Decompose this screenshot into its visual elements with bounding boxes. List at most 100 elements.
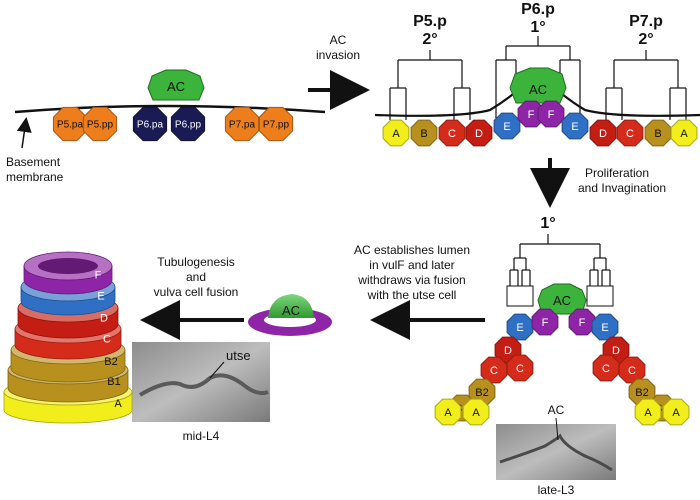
right-branch-box [586, 285, 614, 307]
micrograph-ac-pointer [555, 417, 559, 441]
p1-cell-p7-pp: P7.pp [258, 106, 294, 142]
arrow-1-label-line1: AC [330, 33, 347, 47]
p3-right-cell-a-8-shape [662, 398, 690, 426]
p2-cell-a-0: A [382, 119, 410, 147]
p3-left-cell-c-4-shape [506, 354, 534, 382]
p3-right-cell-f-0-label: F [579, 317, 586, 329]
p3-left-cell-e-0: E [506, 313, 534, 341]
p3-left-cell-c-3-label: C [490, 365, 498, 377]
arrow-4-label-line2: and [186, 270, 206, 284]
membrane-pointer-arrow [16, 117, 32, 149]
p2-cell-f-6-shape [537, 100, 565, 128]
arrow-4-label-line3: vulva cell fusion [154, 285, 239, 299]
arrow-1-label-line2: invasion [316, 48, 360, 62]
p1-cell-p6-pp-label: P6.pp [175, 120, 202, 131]
arrow-2-label-line1: Proliferation [585, 166, 649, 180]
p1-cell-p5-pp: P5.pp [82, 106, 118, 142]
membrane-label-line1: Basement [6, 155, 61, 169]
micrograph-mid-l4-caption: mid-L4 [183, 429, 220, 443]
anchor-cell-dome [268, 294, 314, 318]
p1-cell-p7-pp-label: P7.pp [263, 120, 290, 131]
ring-d-label: D [100, 313, 108, 325]
p2-cell-e-7: E [561, 112, 589, 140]
p2-cell-a-0-shape [382, 119, 410, 147]
p2-cell-b-10-shape [644, 119, 672, 147]
p1-cell-p6-pp: P6.pp [170, 106, 206, 142]
p3-right-cell-c-4: C [592, 354, 620, 382]
p3-left-cell-c-4: C [506, 354, 534, 382]
micrograph-late-l3-caption: late-L3 [538, 483, 575, 497]
ring-e-label: E [97, 290, 104, 302]
p2-cell-f-6: F [537, 100, 565, 128]
p2-cell-c-2: C [438, 119, 466, 147]
micrograph-mid-l4 [132, 342, 270, 422]
p1-cell-p6-pp-shape [170, 106, 206, 142]
p3-right-cell-f-0: F [568, 308, 596, 336]
p3-left-cell-c-4-label: C [516, 363, 524, 375]
p1-cell-p5-pp-shape [82, 106, 118, 142]
p2-cell-d-3-shape [465, 119, 493, 147]
arrow-lumen: AC establishes lumen in vulF and later w… [354, 243, 485, 340]
anchor-cell-dome-label: AC [282, 303, 300, 318]
p3-left-cell-f-1-label: F [542, 317, 549, 329]
p3-right-cell-c-4-shape [592, 354, 620, 382]
p2-cell-c-2-label: C [448, 128, 456, 140]
p3-right-cell-d-2-label: D [612, 345, 620, 357]
p3-left-cell-a-7-label: A [444, 407, 452, 419]
p2-cell-f-5-label: F [528, 109, 535, 121]
p3-right-cell-f-0-shape [568, 308, 596, 336]
p2-cell-e-4-label: E [503, 121, 510, 133]
p3-left-cell-c-3-shape [480, 356, 508, 384]
p2-cell-b-1-shape [410, 119, 438, 147]
p6-fate-label: 1° [540, 215, 555, 232]
anchor-cell [147, 69, 205, 101]
p3-left-cell-a-8: A [462, 398, 490, 426]
p2-cell-d-8-label: D [599, 128, 607, 140]
p3-left-cell-c-3: C [480, 356, 508, 384]
arrow-2-label-line2: and Invagination [578, 181, 666, 195]
ring-f: F [23, 251, 113, 295]
p6p-name: P6.p [521, 1, 555, 18]
p3-right-cell-c-4-label: C [602, 363, 610, 375]
p2-cell-e-7-label: E [571, 121, 578, 133]
p2-cell-a-11: A [670, 119, 698, 147]
p1-cell-p7-pa: P7.pa [224, 106, 260, 142]
arrow-4-label-line1: Tubulogenesis [157, 255, 235, 269]
p3-right-cell-a-8: A [662, 398, 690, 426]
micrograph-late-l3-texture [499, 433, 613, 472]
p3-left-cell-d-2-label: D [504, 345, 512, 357]
p3-left-cell-e-0-label: E [516, 322, 523, 334]
p3-left-cell-e-0-shape [506, 313, 534, 341]
arrow-proliferation: Proliferation and Invagination [530, 158, 666, 208]
ring-c-label: C [103, 334, 111, 346]
p2-cell-b-10: B [644, 119, 672, 147]
p3-right-cell-e-1: E [591, 313, 619, 341]
p2-cell-d-8: D [589, 119, 617, 147]
ring-b1-label: B1 [107, 376, 120, 388]
p3-right-cell-e-1-shape [591, 313, 619, 341]
invagination-lineage-tree [506, 234, 614, 307]
anchor-cell-lumen-label: AC [553, 293, 571, 308]
p2-cell-b-1-label: B [420, 128, 427, 140]
panel-ring-fusion: AC utse mid-L4 [132, 294, 332, 443]
p3-right-cell-a-7-shape [634, 398, 662, 426]
p3-right-cell-c-3-label: C [628, 365, 636, 377]
anchor-cell-invaded-label: AC [529, 82, 547, 97]
p2-cell-d-8-shape [589, 119, 617, 147]
p6p-fate: 1° [530, 19, 545, 36]
p2-cell-b-1: B [410, 119, 438, 147]
p2-cell-c-9-label: C [626, 128, 634, 140]
p1-cell-p7-pa-label: P7.pa [229, 120, 256, 131]
p3-left-cell-a-7: A [434, 398, 462, 426]
p1-cell-p5-pp-label: P5.pp [87, 120, 114, 131]
p3-right-cell-b2-5-label: B2 [635, 387, 648, 399]
micrograph-utse-label: utse [226, 348, 251, 363]
p2-cell-e-7-shape [561, 112, 589, 140]
